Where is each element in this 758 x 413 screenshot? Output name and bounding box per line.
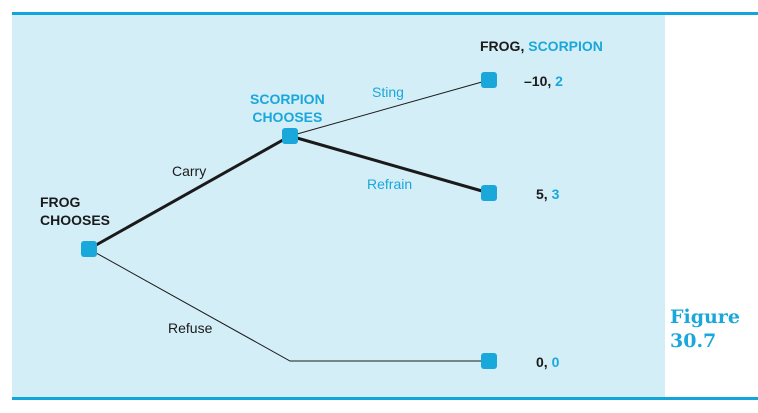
header-sep: , bbox=[520, 38, 529, 54]
terminal-refuse bbox=[481, 353, 497, 369]
payoff-refrain-frog: 5 bbox=[536, 186, 544, 202]
frog-chooses-label: FROG CHOOSES bbox=[40, 193, 110, 229]
scorpion-chooses-label: SCORPION CHOOSES bbox=[250, 90, 325, 126]
frog-chooses-line2: CHOOSES bbox=[40, 212, 111, 228]
diagram-panel bbox=[12, 12, 665, 400]
branch-sting-label: Sting bbox=[372, 84, 404, 100]
payoff-header: FROG, SCORPION bbox=[480, 38, 603, 54]
node-scorpion bbox=[282, 128, 298, 144]
edge-refrain bbox=[289, 134, 490, 195]
header-frog: FROG bbox=[480, 38, 521, 54]
frog-chooses-line1: FROG bbox=[40, 194, 81, 210]
scorpion-chooses-line2: CHOOSES bbox=[252, 109, 323, 125]
payoff-refuse-scorpion: 0 bbox=[551, 354, 560, 370]
payoff-sting-scorpion: 2 bbox=[555, 73, 563, 89]
edge-refuse bbox=[88, 248, 489, 362]
payoff-sting: –10, 2 bbox=[524, 73, 563, 89]
branch-refuse-label: Refuse bbox=[168, 320, 213, 336]
terminal-refrain bbox=[481, 185, 497, 201]
node-frog bbox=[81, 241, 97, 257]
scorpion-chooses-line1: SCORPION bbox=[250, 91, 325, 107]
payoff-refuse-frog: 0 bbox=[536, 354, 544, 370]
top-rule bbox=[12, 12, 758, 15]
terminal-sting bbox=[481, 72, 497, 88]
payoff-refrain: 5, 3 bbox=[536, 186, 560, 202]
edge-sting bbox=[289, 79, 490, 137]
header-scorpion: SCORPION bbox=[528, 38, 603, 54]
branch-refrain-label: Refrain bbox=[367, 176, 413, 192]
branch-carry-label: Carry bbox=[172, 163, 207, 179]
payoff-refrain-scorpion: 3 bbox=[551, 186, 560, 202]
payoff-refuse: 0, 0 bbox=[536, 354, 560, 370]
figure-caption: Figure 30.7 bbox=[670, 305, 740, 353]
bottom-rule bbox=[12, 397, 758, 400]
edge-carry bbox=[88, 134, 291, 251]
payoff-sting-frog: –10 bbox=[524, 73, 548, 89]
figure-word: Figure bbox=[670, 306, 740, 328]
figure-number: 30.7 bbox=[670, 330, 717, 352]
